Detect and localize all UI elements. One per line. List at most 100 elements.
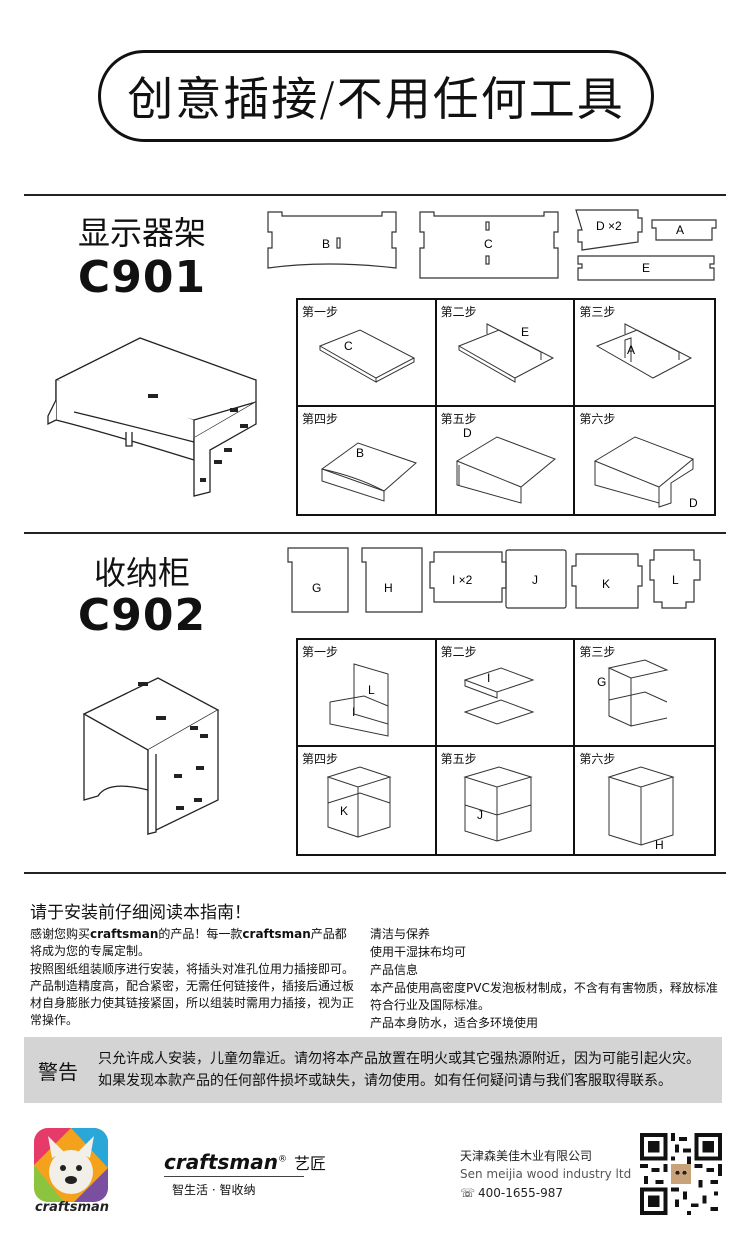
guide-left-column: 感谢您购买craftsman的产品！每一款craftsman产品都将成为您的专属… bbox=[30, 926, 356, 1030]
warning-line: 只允许成人安装，儿童勿靠近。请勿将本产品放置在明火或其它强热源附近，因为可能引起… bbox=[98, 1051, 700, 1067]
step-cell: 第四步 K bbox=[298, 747, 437, 854]
part-tag: L bbox=[368, 683, 375, 697]
c901-parts-diagram: B C D ×2 A E bbox=[267, 209, 717, 281]
step-illustration: C bbox=[318, 329, 416, 383]
part-k bbox=[571, 553, 643, 609]
part-label: J bbox=[532, 573, 538, 587]
step-label: 第四步 bbox=[302, 752, 339, 766]
guide-right-column: 清洁与保养 使用干湿抹布均可 产品信息 本产品使用高密度PVC发泡板材制成，不含… bbox=[370, 926, 720, 1033]
step-illustration: K bbox=[326, 766, 392, 838]
step-cell: 第二步 I bbox=[436, 640, 576, 747]
step-illustration: L I bbox=[329, 663, 389, 737]
info-text: 本产品使用高密度PVC发泡板材制成，不含有有害物质，释放标准符合行业及国际标准。 bbox=[370, 981, 718, 1012]
step-cell: 第四步 B bbox=[298, 407, 437, 514]
logo-caption: craftsman bbox=[34, 1200, 110, 1215]
warning-line: 如果发现本款产品的任何部件损坏或缺失，请勿使用。如有任何疑问请与我们客服取得联系… bbox=[98, 1073, 672, 1089]
qr-code-icon bbox=[640, 1133, 722, 1215]
banner-title: 创意插接/不用任何工具 bbox=[98, 50, 654, 142]
step-illustration: E bbox=[457, 323, 554, 383]
step-label: 第三步 bbox=[579, 645, 616, 659]
part-tag: G bbox=[597, 675, 606, 689]
step-label: 第五步 bbox=[440, 752, 477, 766]
care-heading: 清洁与保养 bbox=[370, 927, 431, 941]
guide-title: 请于安装前仔细阅读本指南！ bbox=[30, 903, 251, 923]
part-tag: I bbox=[352, 705, 355, 719]
step-illustration: J bbox=[462, 766, 533, 842]
step-label: 第六步 bbox=[579, 412, 616, 426]
step-cell: 第一步 L I bbox=[298, 640, 437, 747]
part-label: L bbox=[672, 573, 679, 587]
part-tag: A bbox=[627, 343, 635, 357]
part-tag: D bbox=[463, 426, 472, 440]
info-heading: 产品信息 bbox=[370, 963, 419, 977]
part-c bbox=[419, 211, 559, 279]
warning-box: 警告 只允许成人安装，儿童勿靠近。请勿将本产品放置在明火或其它强热源附近，因为可… bbox=[24, 1037, 722, 1103]
step-illustration: D bbox=[455, 426, 556, 504]
part-label: G bbox=[312, 581, 321, 595]
part-label: H bbox=[384, 581, 393, 595]
part-d bbox=[575, 209, 643, 251]
step-illustration: G bbox=[597, 659, 669, 727]
c902-parts-diagram: G H I ×2 J K L bbox=[287, 547, 701, 613]
step-illustration: D bbox=[594, 436, 698, 510]
guide-intro: 感谢您购买craftsman的产品！每一款craftsman产品都将成为您的专属… bbox=[30, 927, 347, 958]
care-text: 使用干湿抹布均可 bbox=[370, 945, 467, 959]
step-cell: 第一步 C bbox=[298, 300, 437, 407]
step-label: 第六步 bbox=[579, 752, 616, 766]
step-label: 第四步 bbox=[302, 412, 339, 426]
part-g bbox=[287, 547, 349, 613]
step-illustration: H bbox=[607, 766, 676, 852]
part-tag: D bbox=[689, 496, 698, 510]
step-cell: 第五步 D bbox=[437, 407, 576, 514]
step-label: 第一步 bbox=[302, 305, 339, 319]
step-cell: 第六步 H bbox=[575, 747, 714, 854]
brand-name: craftsman® 艺匠 bbox=[164, 1150, 326, 1174]
section-divider bbox=[24, 872, 726, 874]
part-tag: B bbox=[356, 446, 364, 460]
part-label: K bbox=[602, 577, 610, 591]
step-cell: 第六步 D bbox=[575, 407, 714, 514]
c902-assembled-illustration bbox=[82, 677, 220, 836]
part-tag: K bbox=[340, 804, 348, 818]
step-illustration: I bbox=[463, 667, 535, 725]
product-name: 显示器架 bbox=[77, 214, 206, 252]
brand-logo-icon bbox=[34, 1128, 108, 1202]
product-name: 收纳柜 bbox=[93, 554, 190, 592]
part-tag: J bbox=[477, 808, 483, 822]
step-label: 第二步 bbox=[440, 305, 477, 319]
product-code: C902 bbox=[77, 590, 207, 641]
brand-slogan: 智生活 · 智收纳 bbox=[172, 1183, 256, 1197]
part-label: A bbox=[676, 223, 684, 237]
step-cell: 第二步 E bbox=[436, 300, 576, 407]
c901-steps-grid: 第一步 C 第二步 E 第三步 A 第四步 B 第五步 D 第六步 bbox=[296, 298, 716, 516]
waterproof-text: 产品本身防水，适合多环境使用 bbox=[370, 1016, 539, 1030]
brand-underline bbox=[164, 1176, 304, 1177]
c902-steps-grid: 第一步 L I 第二步 I 第三步 G 第四步 K 第五步 J bbox=[296, 638, 716, 856]
warning-text: 只允许成人安装，儿童勿靠近。请勿将本产品放置在明火或其它强热源附近，因为可能引起… bbox=[98, 1048, 700, 1092]
part-i bbox=[429, 551, 507, 603]
part-j bbox=[505, 549, 567, 609]
part-label: I ×2 bbox=[452, 573, 473, 587]
section-divider bbox=[24, 532, 726, 534]
part-label: B bbox=[322, 237, 330, 251]
guide-instructions: 按照图纸组装顺序进行安装，将插头对准孔位用力插接即可。产品制造精度高，配合紧密，… bbox=[30, 962, 355, 1027]
part-h bbox=[361, 547, 423, 613]
step-label: 第五步 bbox=[440, 412, 477, 426]
company-name-cn: 天津森美佳木业有限公司 bbox=[460, 1149, 593, 1163]
part-b bbox=[267, 211, 397, 269]
part-tag: C bbox=[344, 339, 353, 353]
part-l bbox=[649, 549, 701, 609]
part-tag: H bbox=[655, 838, 664, 852]
part-a bbox=[651, 219, 717, 241]
step-cell: 第三步 A bbox=[575, 300, 714, 407]
part-label: C bbox=[484, 237, 493, 251]
company-name-en: Sen meijia wood industry ltd bbox=[460, 1167, 632, 1181]
warning-label: 警告 bbox=[38, 1059, 78, 1084]
part-label: E bbox=[642, 261, 650, 275]
step-illustration: B bbox=[320, 442, 417, 502]
phone-icon: ☏ bbox=[460, 1186, 476, 1200]
step-cell: 第五步 J bbox=[437, 747, 576, 854]
step-label: 第二步 bbox=[440, 645, 477, 659]
part-tag: E bbox=[521, 325, 529, 339]
product-code: C901 bbox=[77, 252, 207, 303]
